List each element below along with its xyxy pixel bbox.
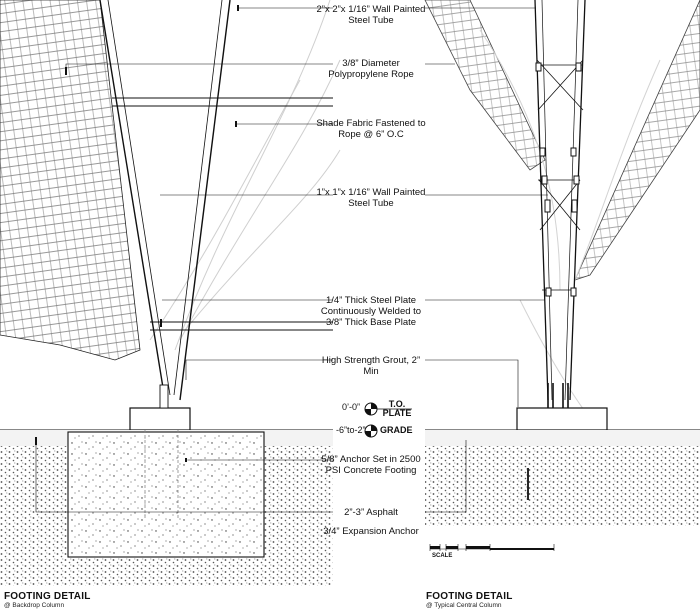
level-marker-grade bbox=[364, 424, 378, 438]
detail-title-backdrop: FOOTING DETAIL bbox=[4, 591, 91, 602]
steel-tube-column-left-inner bbox=[107, 0, 171, 396]
cross-member-upper bbox=[112, 97, 333, 107]
level-grade-name: GRADE bbox=[380, 425, 413, 435]
callout-asphalt: 2”-3” Asphalt bbox=[344, 507, 398, 518]
grout-ticks bbox=[547, 383, 569, 408]
asphalt-leader bbox=[35, 440, 333, 513]
gravel-layer-right bbox=[425, 446, 700, 526]
level-grade-value: -6”to-2” bbox=[336, 425, 366, 435]
detail-title-central: FOOTING DETAIL bbox=[426, 591, 513, 602]
base-plate bbox=[129, 407, 191, 431]
level-marker-plate bbox=[364, 402, 412, 416]
callout-steel-tube-1in: 1”x 1”x 1/16” Wall Painted Steel Tube bbox=[316, 187, 426, 209]
steel-tube-column-right bbox=[179, 0, 231, 401]
shade-fabric-left-flare bbox=[424, 0, 546, 171]
steel-tube-column-left bbox=[99, 0, 166, 401]
callout-grout: High Strength Grout, 2” Min bbox=[321, 355, 421, 377]
steel-tube-column-right-inner bbox=[173, 0, 223, 396]
scale-bar bbox=[429, 544, 555, 551]
detail-subtitle-backdrop: @ Backdrop Column bbox=[4, 602, 65, 609]
callout-expansion-anchor: 3/4” Expansion Anchor bbox=[323, 526, 419, 537]
callout-steel-plate: 1/4” Thick Steel Plate Continuously Weld… bbox=[320, 295, 422, 328]
anchor-bolt bbox=[144, 430, 179, 520]
central-column-detail bbox=[424, 0, 700, 551]
steel-plate bbox=[159, 384, 169, 409]
level-plate-name: T.O. PLATE bbox=[382, 399, 412, 418]
backdrop-column-detail bbox=[0, 0, 341, 586]
shade-fabric-right-flare bbox=[574, 0, 700, 281]
level-plate-value: 0’-0” bbox=[342, 402, 361, 412]
callout-steel-tube-2in: 2”x 2”x 1/16” Wall Painted Steel Tube bbox=[316, 4, 426, 26]
callout-anchor: 5/8” Anchor Set in 2500 PSI Concrete Foo… bbox=[321, 454, 421, 476]
connector-blocks bbox=[535, 62, 582, 297]
shade-fabric bbox=[0, 0, 141, 361]
cross-member-lower bbox=[150, 321, 333, 331]
ghost-rope-lines bbox=[149, 0, 341, 351]
callout-shade-fabric: Shade Fabric Fastened to Rope @ 6” O.C bbox=[316, 118, 426, 140]
base-plate-central bbox=[516, 407, 608, 431]
callout-polypropylene-rope: 3/8” Diameter Polypropylene Rope bbox=[328, 58, 414, 80]
leader-lines-right bbox=[425, 7, 548, 513]
leader-ticks-left bbox=[35, 5, 239, 462]
concrete-footing-fill bbox=[69, 433, 263, 556]
detail-subtitle-central: @ Typical Central Column bbox=[426, 602, 502, 609]
asphalt-layer-right bbox=[425, 430, 700, 446]
scale-label: SCALE bbox=[432, 553, 453, 559]
